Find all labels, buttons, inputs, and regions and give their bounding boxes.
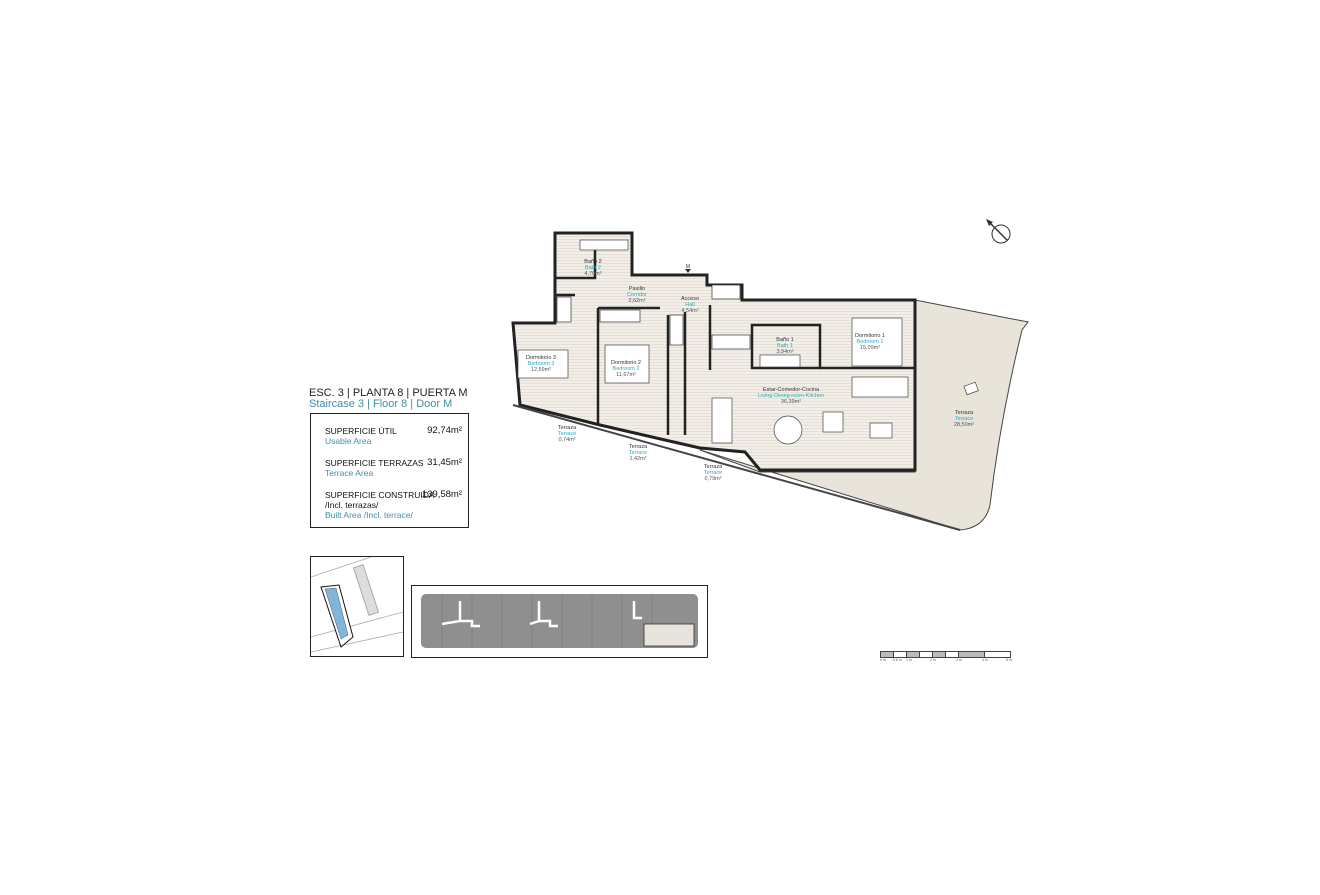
armchair xyxy=(822,411,844,433)
room-label-text: Estar-Comedor-Cocina xyxy=(763,387,820,393)
room-label-text: Acceso xyxy=(681,296,699,302)
room-label-text: Terrace xyxy=(955,416,973,422)
room-label-text: 1,42m² xyxy=(629,456,646,462)
terrace-large xyxy=(699,299,1029,531)
room-label-text: 3,94m² xyxy=(776,349,793,355)
room-label-text: Bedroom 1 xyxy=(857,339,884,345)
terrace-area-label-en: Terrace Area xyxy=(325,468,374,478)
entrance-arrow-icon xyxy=(685,269,691,273)
scale-label: 1 m xyxy=(906,658,912,662)
area-summary-table: SUPERFICIE ÚTIL Usable Area 92,74m² SUPE… xyxy=(310,413,469,528)
room-label-text: 0,74m² xyxy=(558,437,575,443)
apartment-floor xyxy=(511,231,917,472)
room-label-text: Terraza xyxy=(704,464,723,470)
furniture xyxy=(517,239,979,445)
room-label-text: Terrace xyxy=(704,470,722,476)
entrance-marker: M xyxy=(686,264,690,270)
terrace-table xyxy=(963,381,979,396)
room-label-text: Terrace xyxy=(629,450,647,456)
scale-label: 3 m xyxy=(956,658,962,662)
room-label-text: Terraza xyxy=(558,425,577,431)
plan-subtitle: Staircase 3 | Floor 8 | Door M xyxy=(309,398,453,410)
bed-3 xyxy=(517,349,569,379)
bed-1 xyxy=(851,317,903,367)
kitchen-island xyxy=(711,397,733,444)
room-label-text: 15,09m² xyxy=(860,345,880,351)
built-area-row: SUPERFICIE CONSTRUIDA /Incl. terrazas/ B… xyxy=(325,489,462,521)
key-plan-drawing xyxy=(421,594,698,648)
built-area-label-en: Built Area /Incl. terrace/ xyxy=(325,510,413,520)
site-location-map xyxy=(310,556,404,657)
usable-area-label-en: Usable Area xyxy=(325,436,372,446)
room-label-text: Baño 2 xyxy=(584,259,601,265)
room-label-text: 11,67m² xyxy=(616,372,636,378)
room-label-text: Dormitorio 2 xyxy=(611,360,641,366)
usable-area-label: SUPERFICIE ÚTIL xyxy=(325,426,397,436)
site-map-drawing xyxy=(310,556,404,653)
built-area-label: SUPERFICIE CONSTRUIDA xyxy=(325,490,435,500)
scale-label: 5 m xyxy=(1006,658,1012,662)
room-label-text: Bath 2 xyxy=(585,265,601,271)
built-area-label-2: /Incl. terrazas/ xyxy=(325,500,379,510)
terrace-area-value: 31,45m² xyxy=(427,457,462,468)
usable-area-row: SUPERFICIE ÚTIL Usable Area 92,74m² xyxy=(325,425,462,447)
sofa xyxy=(851,376,909,398)
built-area-value: 139,58m² xyxy=(421,489,462,500)
room-label-text: Baño 1 xyxy=(776,337,793,343)
terrace-area-label: SUPERFICIE TERRAZAS xyxy=(325,458,424,468)
room-label-text: 28,50m² xyxy=(954,422,974,428)
scale-label: 0.5 m xyxy=(893,658,902,662)
room-label-text: 2,62m² xyxy=(628,298,645,304)
scale-label: 0 m xyxy=(880,658,886,662)
scale-label: 4 m xyxy=(982,658,988,662)
room-label-text: Bedroom 3 xyxy=(528,361,555,367)
room-label-text: Terraza xyxy=(629,444,648,450)
north-arrow-icon xyxy=(986,219,1011,244)
building-key-plan xyxy=(411,585,708,658)
room-label-text: Dormitorio 1 xyxy=(855,333,885,339)
room-label-text: 4,70m² xyxy=(584,271,601,277)
room-label-text: Dormitorio 3 xyxy=(526,355,556,361)
interior-walls xyxy=(553,250,915,435)
room-label-text: Bedroom 2 xyxy=(613,366,640,372)
bath-2-tub xyxy=(579,239,629,251)
room-label-text: Corridor xyxy=(627,292,647,298)
room-label-text: Pasillo xyxy=(629,286,645,292)
closets xyxy=(556,284,751,350)
room-label-text: Living-Dining room-Kitchen xyxy=(758,393,824,399)
room-label-text: Bath 1 xyxy=(777,343,793,349)
room-label-text: Terraza xyxy=(955,410,974,416)
terrace-area-row: SUPERFICIE TERRAZAS Terrace Area 31,45m² xyxy=(325,457,462,479)
coffee-table xyxy=(869,422,893,439)
bath-1-tub xyxy=(759,354,801,368)
room-label-text: 12,59m² xyxy=(531,367,551,373)
scale-label: 2 m xyxy=(930,658,936,662)
dining-table xyxy=(773,415,803,445)
room-label-text: Hall xyxy=(685,302,694,308)
facade-diagonal xyxy=(512,404,961,531)
room-label-text: 36,39m² xyxy=(781,399,801,405)
scale-bar xyxy=(880,651,1011,658)
usable-area-value: 92,74m² xyxy=(427,425,462,436)
bed-2 xyxy=(604,344,650,384)
room-label-text: 4,54m² xyxy=(681,308,698,314)
room-label-text: 0,79m² xyxy=(704,476,721,482)
plan-title: ESC. 3 | PLANTA 8 | PUERTA M xyxy=(309,387,468,399)
room-label-text: Terrace xyxy=(558,431,576,437)
